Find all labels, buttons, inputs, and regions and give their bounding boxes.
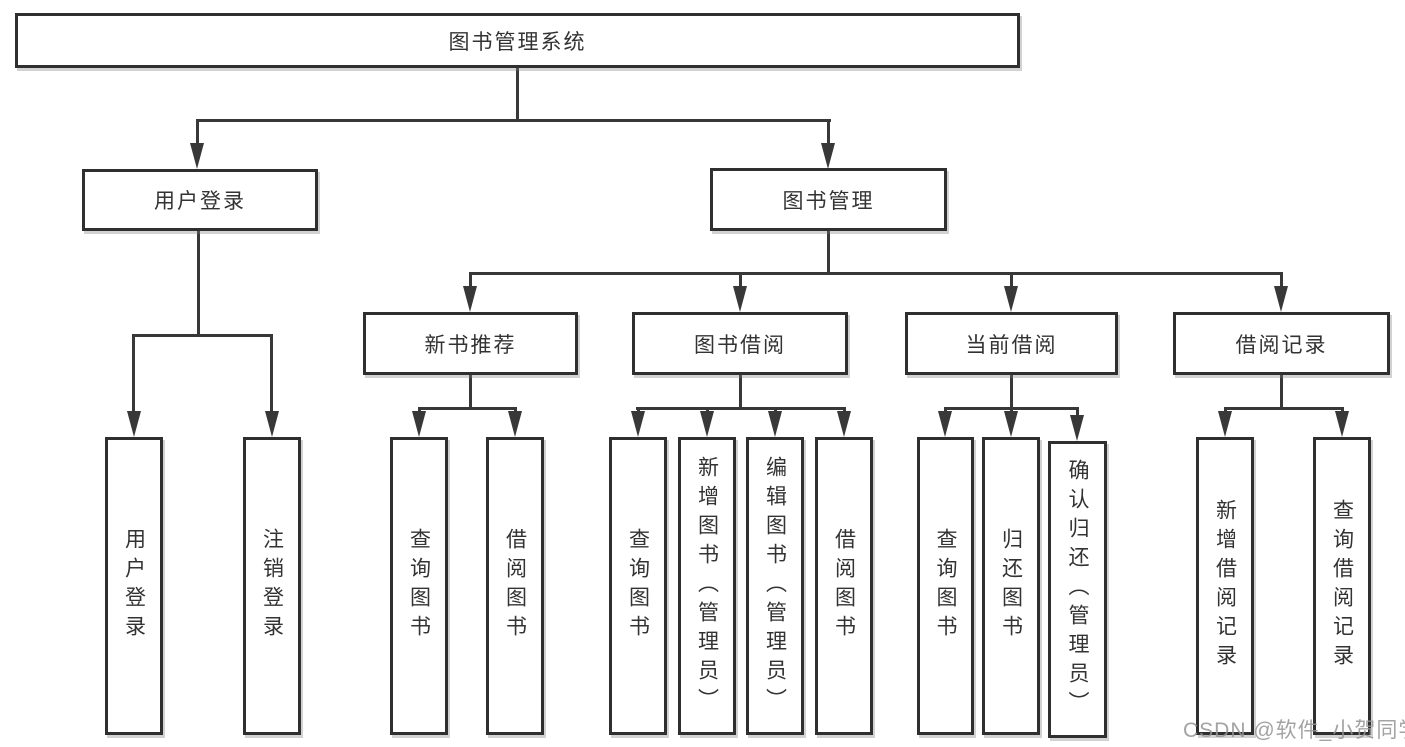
arrowhead-down-icon: [508, 411, 522, 437]
node-root-label: 图书管理系统: [448, 30, 587, 54]
connector-line: [1224, 407, 1343, 410]
arrowhead-down-icon: [1218, 411, 1232, 437]
node-book-management: 图书管理: [710, 168, 947, 231]
connector-line: [196, 119, 831, 122]
csdn-watermark: CSDN @软件_小贺同学: [1183, 719, 1405, 742]
leaf-logout-label: 注销登录: [260, 528, 284, 644]
leaf-borrow-edit-books-admin-label: 编辑图书（管理员）: [763, 455, 787, 717]
connector-line: [418, 407, 517, 410]
leaf-borrow-query-books: 查询图书: [609, 437, 667, 735]
node-book-borrow-label: 图书借阅: [694, 333, 786, 357]
arrowhead-down-icon: [631, 411, 645, 437]
leaf-newbooks-borrow-books-label: 借阅图书: [503, 528, 527, 644]
connector-line: [270, 334, 273, 421]
arrowhead-down-icon: [733, 286, 747, 312]
leaf-newbooks-query-books: 查询图书: [390, 437, 448, 735]
node-user-login-label: 用户登录: [154, 190, 246, 213]
leaf-records-query-record-label: 查询借阅记录: [1330, 499, 1354, 673]
leaf-records-query-record: 查询借阅记录: [1313, 437, 1371, 735]
connector-line: [739, 272, 742, 296]
node-book-borrow: 图书借阅: [632, 312, 848, 375]
connector-line: [132, 334, 135, 421]
arrowhead-down-icon: [265, 411, 279, 437]
leaf-newbooks-borrow-books: 借阅图书: [486, 437, 544, 735]
connector-line: [196, 119, 199, 153]
arrowhead-down-icon: [190, 143, 204, 169]
leaf-records-add-record: 新增借阅记录: [1196, 437, 1254, 735]
node-borrow-records: 借阅记录: [1173, 312, 1390, 375]
leaf-user-login: 用户登录: [105, 437, 163, 735]
connector-line: [1280, 375, 1283, 409]
connector-line: [469, 272, 472, 296]
node-book-management-label: 图书管理: [782, 189, 875, 213]
connector-line: [1010, 272, 1013, 296]
leaf-records-add-record-label: 新增借阅记录: [1213, 499, 1237, 673]
node-current-borrow-label: 当前借阅: [965, 333, 1058, 357]
node-user-login: 用户登录: [82, 169, 318, 231]
leaf-user-login-label: 用户登录: [122, 528, 146, 644]
leaf-borrow-borrow-books-label: 借阅图书: [832, 528, 856, 644]
leaf-borrow-add-books-admin-label: 新增图书（管理员）: [695, 455, 719, 717]
connector-line: [827, 119, 830, 153]
node-new-book-recommend: 新书推荐: [363, 312, 578, 375]
leaf-current-query-books-label: 查询图书: [934, 528, 957, 644]
node-borrow-records-label: 借阅记录: [1235, 333, 1328, 357]
node-root: 图书管理系统: [15, 13, 1020, 68]
connector-line: [516, 68, 519, 121]
connector-line: [636, 407, 845, 410]
leaf-borrow-edit-books-admin: 编辑图书（管理员）: [746, 437, 804, 735]
leaf-borrow-borrow-books: 借阅图书: [815, 437, 873, 735]
arrowhead-down-icon: [1274, 286, 1288, 312]
arrowhead-down-icon: [821, 143, 835, 169]
connector-line: [133, 334, 273, 337]
connector-line: [1280, 272, 1283, 296]
connector-line: [739, 375, 742, 409]
leaf-current-return-books: 归还图书: [982, 437, 1040, 735]
arrowhead-down-icon: [1070, 415, 1084, 441]
connector-line: [827, 231, 830, 274]
leaf-borrow-add-books-admin: 新增图书（管理员）: [678, 437, 736, 735]
connector-line: [197, 231, 200, 336]
arrowhead-down-icon: [768, 411, 782, 437]
leaf-borrow-query-books-label: 查询图书: [626, 528, 650, 644]
arrowhead-down-icon: [1335, 411, 1349, 437]
arrowhead-down-icon: [127, 411, 141, 437]
leaf-current-return-books-label: 归还图书: [999, 528, 1023, 644]
arrowhead-down-icon: [700, 411, 714, 437]
arrowhead-down-icon: [463, 286, 477, 312]
node-current-borrow: 当前借阅: [905, 312, 1118, 375]
leaf-newbooks-query-books-label: 查询图书: [407, 528, 431, 644]
connector-line: [469, 272, 1283, 275]
leaf-current-confirm-return-admin-label: 确认归还（管理员）: [1066, 459, 1089, 720]
connector-line: [1010, 375, 1013, 409]
leaf-current-confirm-return-admin: 确认归还（管理员）: [1048, 441, 1107, 738]
node-new-book-recommend-label: 新书推荐: [424, 333, 517, 357]
arrowhead-down-icon: [1004, 411, 1018, 437]
arrowhead-down-icon: [837, 411, 851, 437]
arrowhead-down-icon: [1004, 286, 1018, 312]
leaf-logout: 注销登录: [243, 437, 301, 735]
connector-line: [469, 375, 472, 409]
leaf-current-query-books: 查询图书: [917, 437, 974, 735]
arrowhead-down-icon: [412, 411, 426, 437]
arrowhead-down-icon: [938, 411, 952, 437]
